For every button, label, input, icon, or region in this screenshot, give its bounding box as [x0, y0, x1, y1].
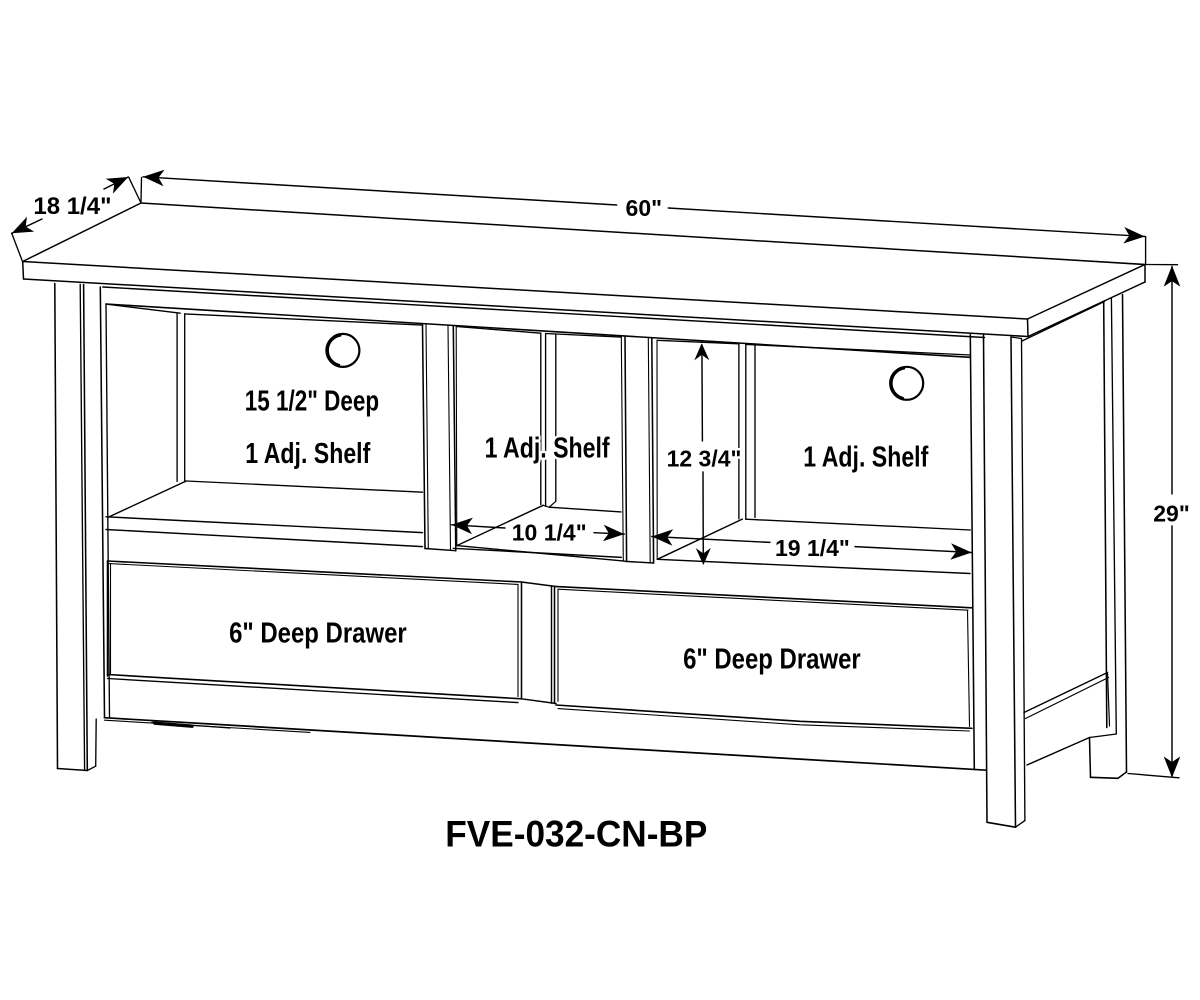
svg-text:1 Adj. Shelf: 1 Adj. Shelf — [803, 441, 928, 473]
svg-text:19 1/4": 19 1/4" — [775, 535, 850, 561]
svg-text:15 1/2" Deep: 15 1/2" Deep — [245, 385, 379, 417]
svg-text:12 3/4": 12 3/4" — [667, 446, 742, 472]
svg-text:6" Deep Drawer: 6" Deep Drawer — [229, 617, 407, 649]
svg-text:6" Deep Drawer: 6" Deep Drawer — [683, 644, 861, 676]
svg-text:1 Adj. Shelf: 1 Adj. Shelf — [485, 433, 610, 465]
svg-text:1 Adj. Shelf: 1 Adj. Shelf — [245, 438, 370, 470]
svg-text:10 1/4": 10 1/4" — [512, 520, 587, 546]
svg-text:29": 29" — [1153, 501, 1190, 527]
svg-text:60": 60" — [626, 195, 663, 221]
svg-text:18 1/4": 18 1/4" — [33, 193, 111, 220]
svg-text:FVE-032-CN-BP: FVE-032-CN-BP — [445, 813, 707, 855]
